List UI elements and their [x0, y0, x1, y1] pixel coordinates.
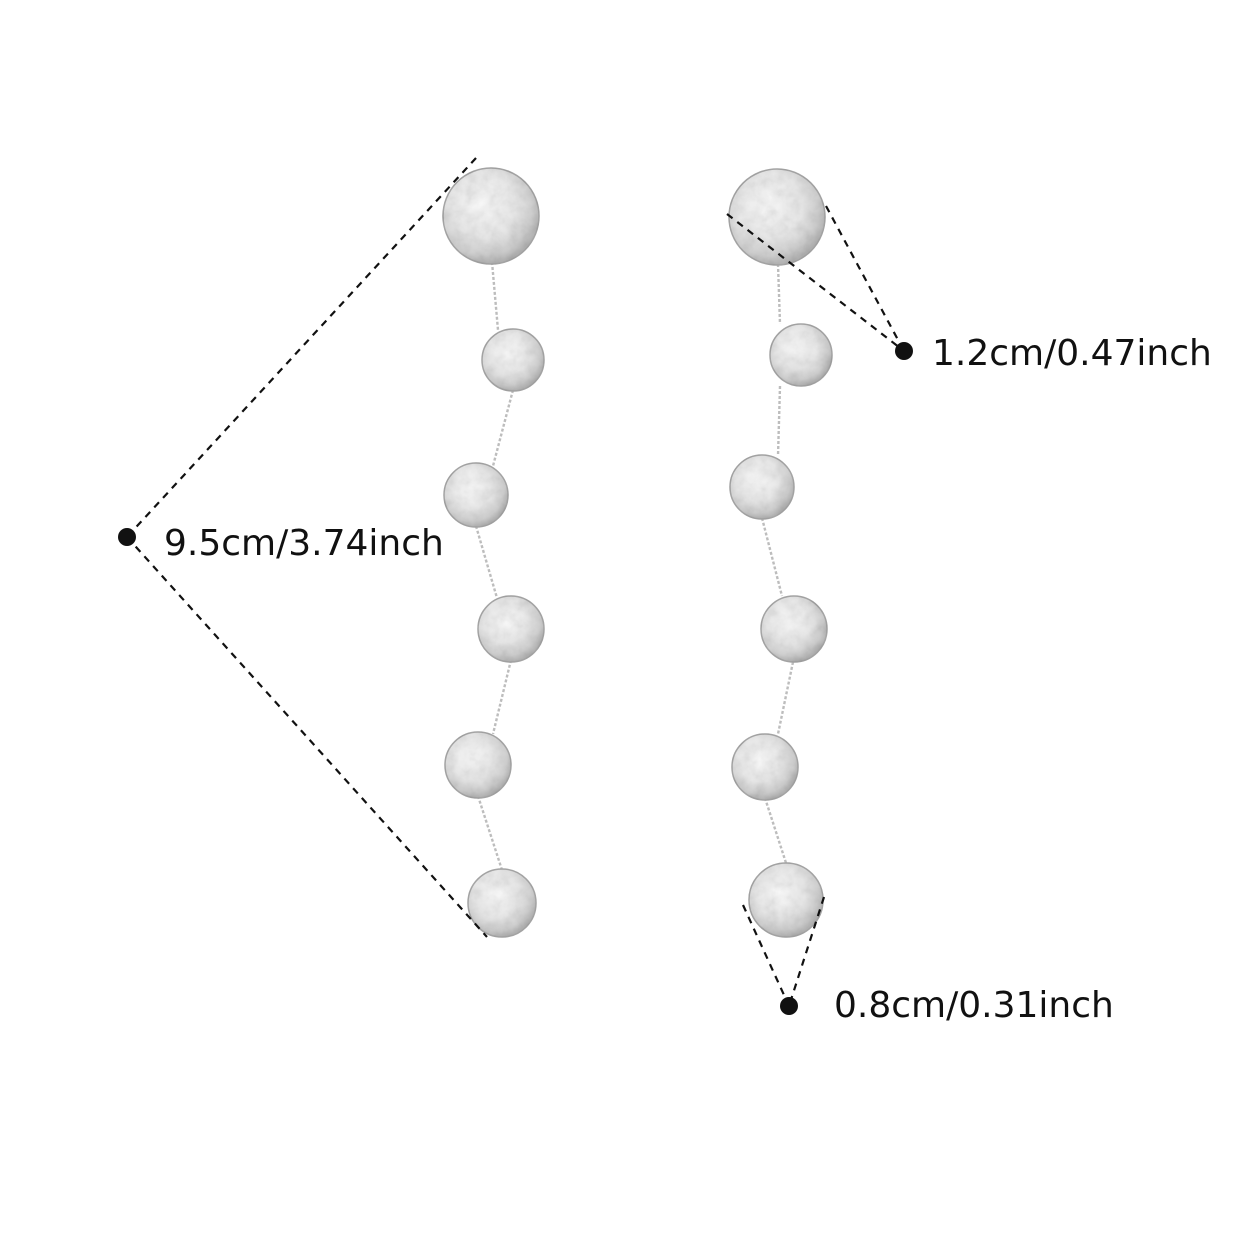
length-callout — [126, 157, 488, 938]
length-callout-bottom-line — [126, 536, 488, 938]
length-callout-dot — [118, 528, 136, 546]
length-label: 9.5cm/3.74inch — [164, 523, 444, 564]
right-disc-2 — [769, 323, 833, 387]
right-chain — [760, 263, 795, 867]
left-earring — [442, 167, 545, 938]
left-disc-5 — [444, 731, 512, 799]
left-disc-6 — [467, 868, 537, 938]
top-diameter-callout-dot — [895, 342, 913, 360]
right-disc-6 — [748, 862, 824, 938]
bottom-diameter-callout — [741, 896, 826, 1007]
top-diameter-callout-line-b — [825, 205, 905, 352]
left-disc-4 — [477, 595, 545, 663]
top-disc-diameter-label: 1.2cm/0.47inch — [932, 333, 1212, 374]
left-chain — [474, 261, 515, 871]
right-disc-1 — [728, 168, 826, 266]
top-diameter-callout-line-a — [726, 213, 905, 352]
bottom-diameter-callout-line-a — [741, 904, 791, 1007]
right-earring — [728, 168, 833, 938]
top-diameter-callout — [726, 205, 905, 352]
left-disc-1 — [442, 167, 540, 265]
left-disc-3 — [443, 462, 509, 528]
right-disc-3 — [729, 454, 795, 520]
left-disc-2 — [481, 328, 545, 392]
bottom-disc-diameter-label: 0.8cm/0.31inch — [834, 985, 1114, 1026]
right-disc-5 — [731, 733, 799, 801]
bottom-diameter-callout-dot — [780, 997, 798, 1015]
right-disc-4 — [760, 595, 828, 663]
length-callout-top-line — [126, 157, 477, 538]
bottom-diameter-callout-line-b — [787, 896, 826, 1007]
